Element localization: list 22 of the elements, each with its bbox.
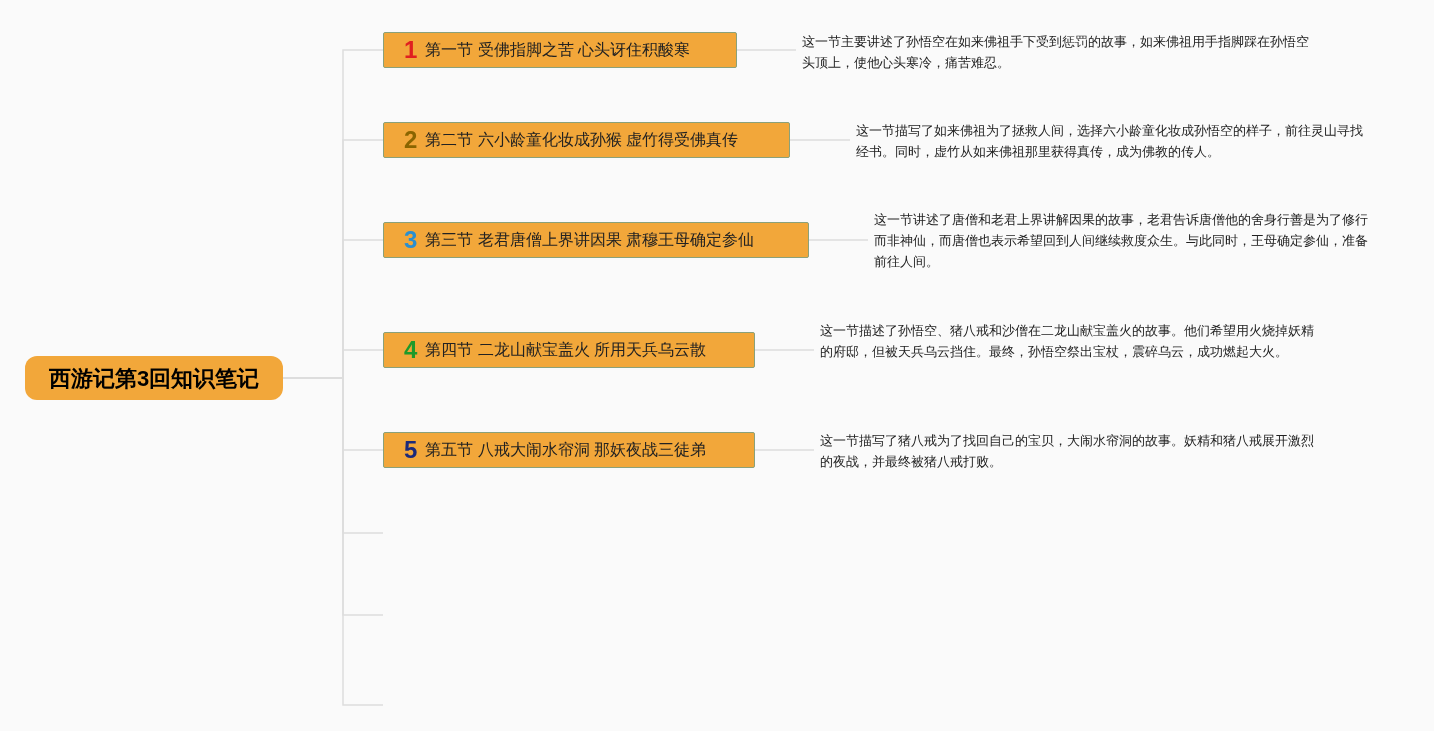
root-topic-title: 西游记第3回知识笔记 (48, 364, 260, 393)
section-box (383, 32, 737, 68)
section-title: 第五节 八戒大闹水帘洞 那妖夜战三徒弟 (425, 440, 707, 460)
section-summary: 这一节描写了如来佛祖为了拯救人间，选择六小龄童化妆成孙悟空的样子，前往灵山寻找经书。同时，虚竹从如来佛祖那里获得真传，成为佛教的传人。 (856, 120, 1366, 162)
section-box (383, 222, 809, 258)
section-title: 第二节 六小龄童化妆成孙猴 虚竹得受佛真传 (425, 130, 739, 150)
section-summary: 这一节讲述了唐僧和老君上界讲解因果的故事，老君告诉唐僧他的舍身行善是为了修行而非神仙，而唐僧也表示希望回到人间继续救度众生。与此同时，王母确定参仙，准备前往人间。 (874, 209, 1374, 272)
section-summary: 这一节描述了孙悟空、猪八戒和沙僧在二龙山献宝盖火的故事。他们希望用火烧掉妖精的府邸，但被天兵乌云挡住。最终，孙悟空祭出宝杖，震碎乌云，成功燃起大火。 (820, 320, 1320, 362)
section-summary: 这一节描写了猪八戒为了找回自己的宝贝，大闹水帘洞的故事。妖精和猪八戒展开激烈的夜战，并最终被猪八戒打败。 (820, 430, 1320, 472)
section-number: 4 (404, 338, 418, 362)
section-summary: 这一节主要讲述了孙悟空在如来佛祖手下受到惩罚的故事，如来佛祖用手指脚踩在孙悟空头顶上，使他心头寒冷，痛苦难忍。 (802, 31, 1312, 73)
section-number: 2 (404, 128, 418, 152)
section-number: 3 (404, 228, 418, 252)
root-topic-box (25, 356, 283, 400)
section-title: 第三节 老君唐僧上界讲因果 肃穆王母确定参仙 (425, 230, 755, 250)
section-title: 第四节 二龙山献宝盖火 所用天兵乌云散 (425, 340, 707, 360)
section-title: 第一节 受佛指脚之苦 心头讶住积酸寒 (425, 40, 691, 60)
section-number: 1 (404, 38, 418, 62)
section-box (383, 432, 755, 468)
section-box (383, 332, 755, 368)
section-number: 5 (404, 438, 418, 462)
section-box (383, 122, 790, 158)
